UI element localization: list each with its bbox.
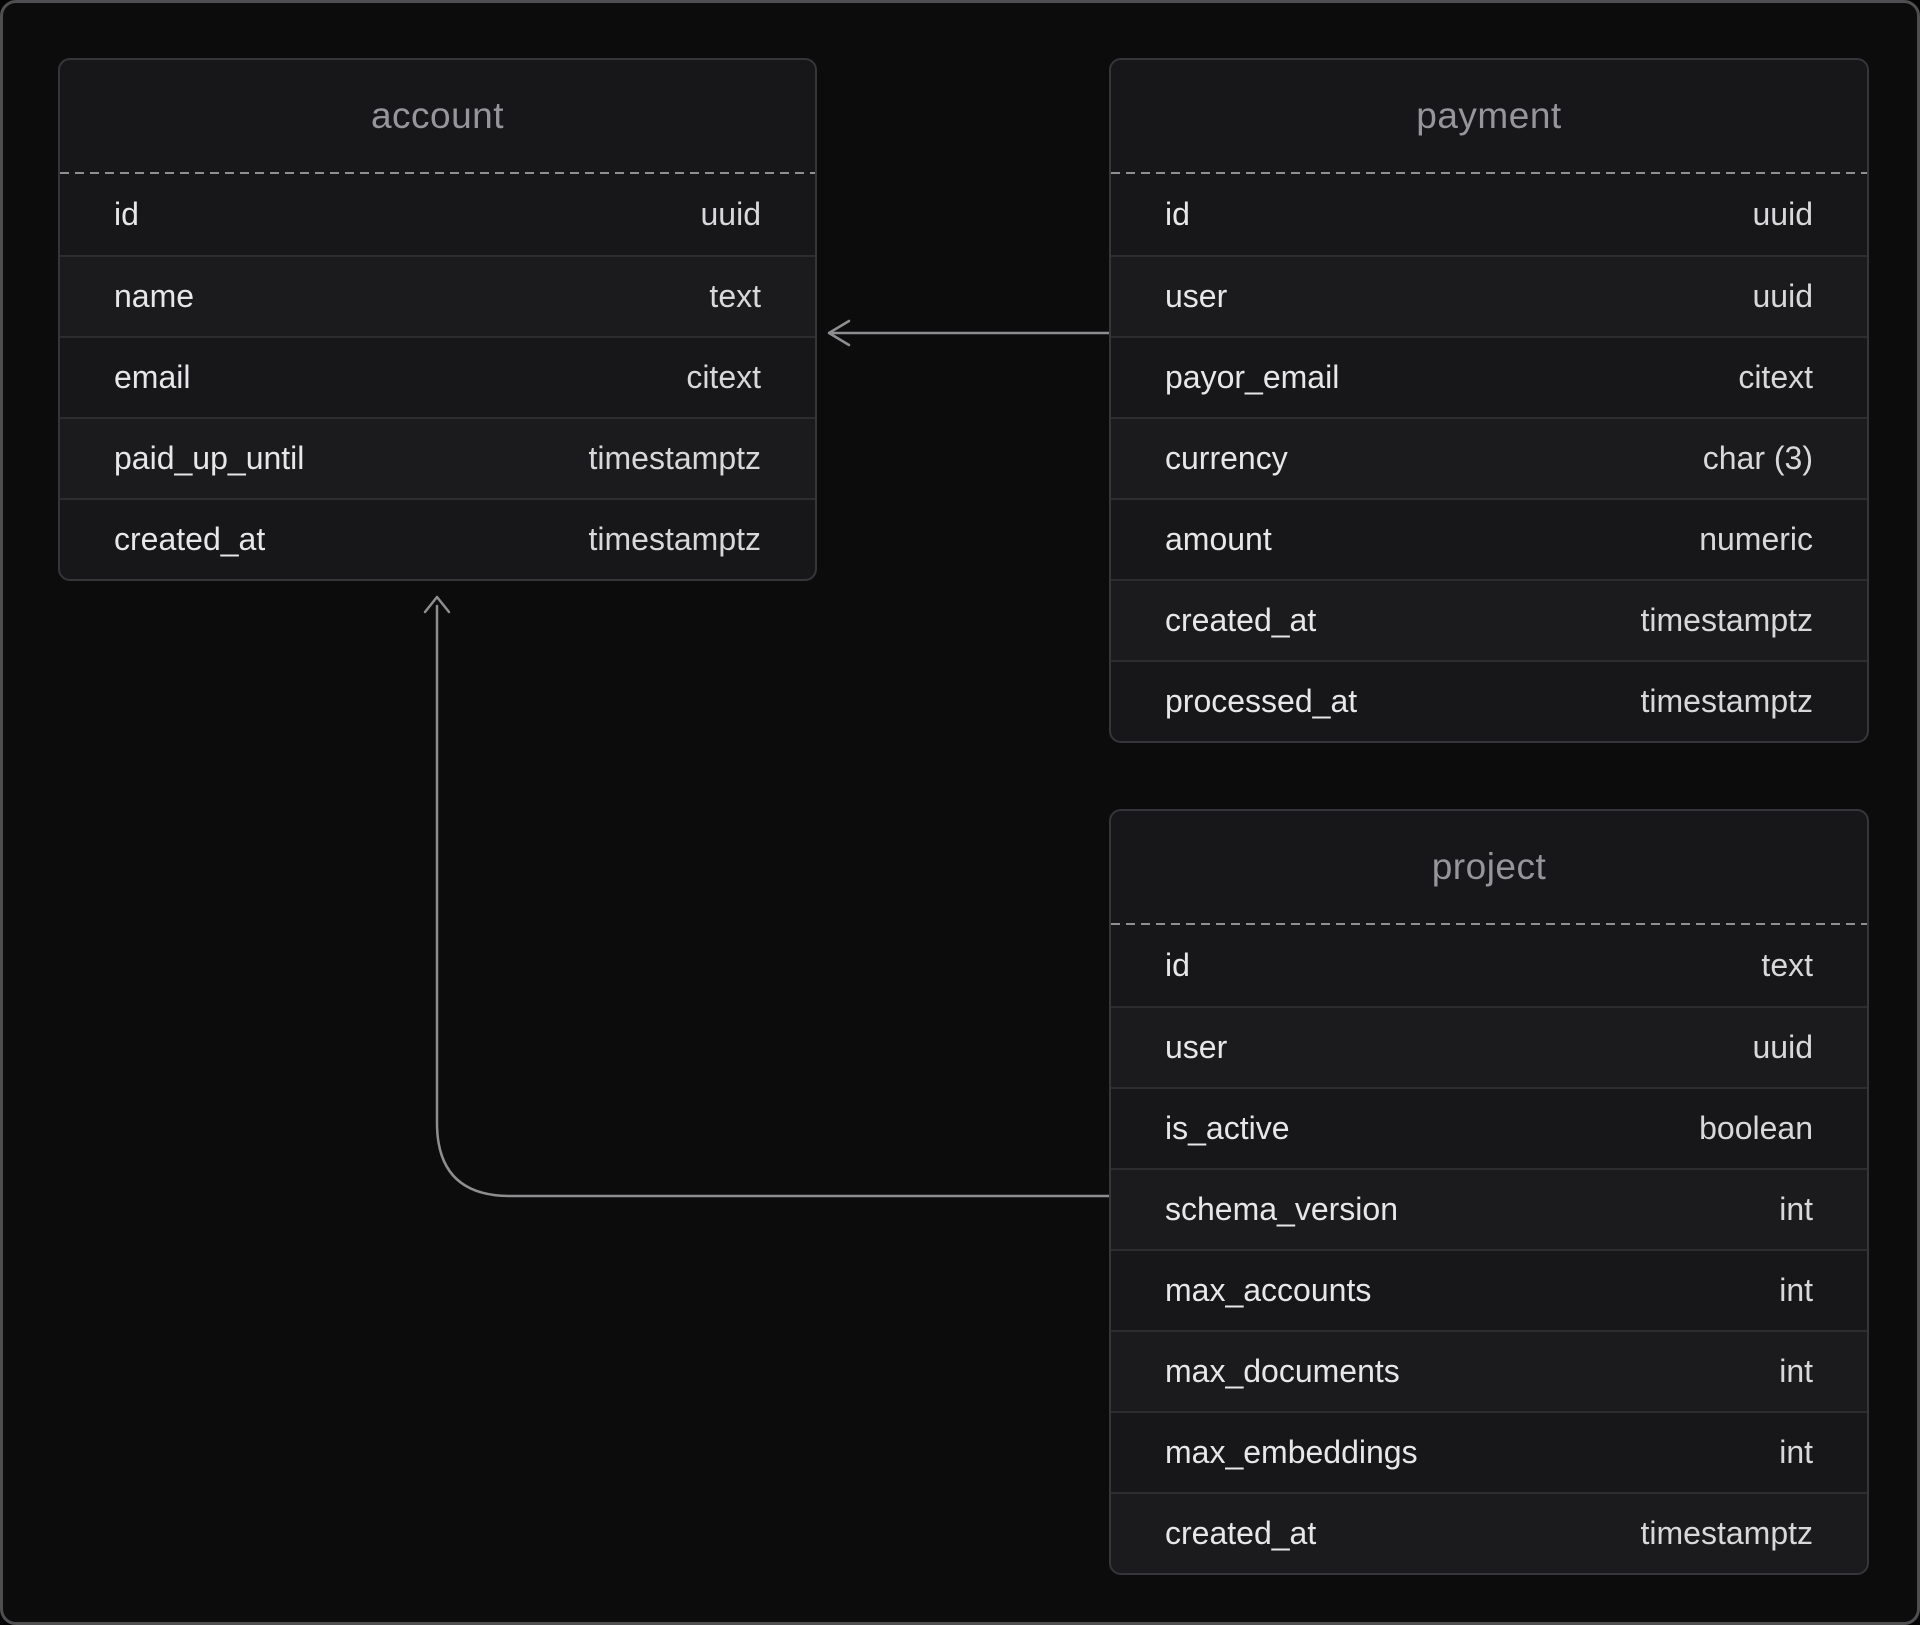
field-row[interactable]: user uuid	[1111, 255, 1867, 336]
field-row[interactable]: id text	[1111, 925, 1867, 1006]
field-row[interactable]: paid_up_until timestamptz	[60, 417, 815, 498]
field-name: amount	[1165, 521, 1272, 557]
field-row[interactable]: id uuid	[60, 174, 815, 255]
field-row[interactable]: amount numeric	[1111, 498, 1867, 579]
field-row[interactable]: max_documents int	[1111, 1330, 1867, 1411]
table-account[interactable]: account id uuid name text email citext paid_up…	[58, 58, 817, 581]
field-row[interactable]: name text	[60, 255, 815, 336]
field-row[interactable]: processed_at timestamptz	[1111, 660, 1867, 741]
header-separator	[1111, 172, 1867, 174]
field-row[interactable]: max_accounts int	[1111, 1249, 1867, 1330]
field-name: created_at	[114, 521, 266, 557]
header-separator	[1111, 923, 1867, 925]
field-name: processed_at	[1165, 683, 1358, 719]
field-type: timestamptz	[1640, 683, 1813, 719]
field-row[interactable]: user uuid	[1111, 1006, 1867, 1087]
field-type: uuid	[700, 196, 762, 232]
field-type: text	[709, 278, 761, 314]
arrowhead-up-icon	[423, 595, 451, 614]
field-name: name	[114, 278, 195, 314]
field-name: id	[1165, 947, 1190, 983]
table-title[interactable]: project	[1431, 846, 1547, 887]
field-row[interactable]: created_at timestamptz	[1111, 1492, 1867, 1573]
field-type: numeric	[1699, 521, 1813, 557]
field-type: timestamptz	[1640, 1515, 1813, 1551]
field-name: max_documents	[1165, 1353, 1400, 1389]
table-rows: id text user uuid is_active boolean schema_ver…	[1111, 925, 1867, 1573]
field-type: uuid	[1752, 196, 1814, 232]
field-name: user	[1165, 1029, 1228, 1065]
field-type: boolean	[1699, 1110, 1813, 1146]
field-type: int	[1779, 1272, 1813, 1308]
field-row[interactable]: currency char (3)	[1111, 417, 1867, 498]
field-type: timestamptz	[1640, 602, 1813, 638]
field-row[interactable]: payor_email citext	[1111, 336, 1867, 417]
relationship-payment-account[interactable]	[827, 319, 1111, 347]
field-row[interactable]: email citext	[60, 336, 815, 417]
field-name: created_at	[1165, 602, 1317, 638]
field-row[interactable]: max_embeddings int	[1111, 1411, 1867, 1492]
field-name: schema_version	[1165, 1191, 1398, 1227]
header-separator	[60, 172, 815, 174]
field-row[interactable]: id uuid	[1111, 174, 1867, 255]
field-type: timestamptz	[588, 521, 761, 557]
field-type: uuid	[1752, 278, 1814, 314]
table-payment[interactable]: payment id uuid user uuid payor_email citext c…	[1109, 58, 1869, 743]
field-name: is_active	[1165, 1110, 1290, 1146]
field-name: payor_email	[1165, 359, 1340, 395]
field-name: user	[1165, 278, 1228, 314]
field-type: citext	[686, 359, 761, 395]
field-row[interactable]: created_at timestamptz	[60, 498, 815, 579]
field-type: int	[1779, 1434, 1813, 1470]
field-type: citext	[1738, 359, 1813, 395]
field-type: char (3)	[1702, 440, 1813, 476]
field-name: email	[114, 359, 191, 395]
field-name: id	[114, 196, 139, 232]
field-type: int	[1779, 1191, 1813, 1227]
field-name: created_at	[1165, 1515, 1317, 1551]
table-title[interactable]: payment	[1416, 95, 1562, 136]
field-name: id	[1165, 196, 1190, 232]
field-name: max_embeddings	[1165, 1434, 1418, 1470]
field-type: int	[1779, 1353, 1813, 1389]
field-type: text	[1761, 947, 1813, 983]
field-row[interactable]: created_at timestamptz	[1111, 579, 1867, 660]
arrowhead-left-icon	[827, 319, 851, 347]
table-project[interactable]: project id text user uuid is_active boolean sc…	[1109, 809, 1869, 1575]
relationship-project-account[interactable]	[423, 595, 1111, 1198]
field-row[interactable]: is_active boolean	[1111, 1087, 1867, 1168]
field-type: uuid	[1752, 1029, 1814, 1065]
field-name: paid_up_until	[114, 440, 305, 476]
edge-line[interactable]	[435, 604, 1111, 1198]
table-title[interactable]: account	[370, 95, 505, 136]
field-row[interactable]: schema_version int	[1111, 1168, 1867, 1249]
field-name: currency	[1165, 440, 1288, 476]
field-name: max_accounts	[1165, 1272, 1372, 1308]
field-type: timestamptz	[588, 440, 761, 476]
